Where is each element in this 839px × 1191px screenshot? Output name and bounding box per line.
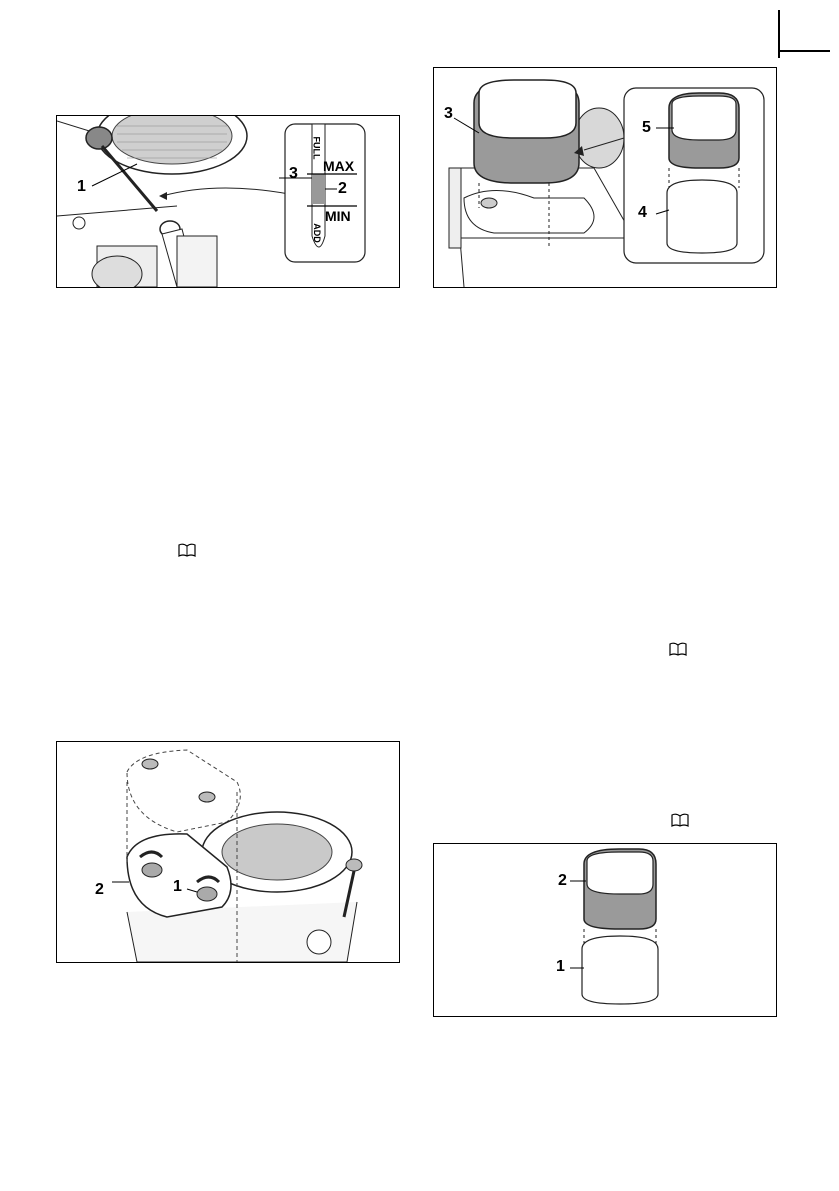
callout-3: 3 [444,106,453,122]
callout-1: 1 [173,879,182,895]
figure-air-filter-top: 3 5 4 [433,67,777,288]
callout-5: 5 [642,120,651,136]
callout-1: 1 [556,959,565,975]
dipstick-illustration [57,116,399,287]
callout-2: 2 [95,882,104,898]
callout-1: 1 [77,179,86,195]
callout-2: 2 [338,181,347,197]
scale-label-add: ADD [310,223,324,243]
scale-label-full: FULL [310,137,324,160]
engine-cover-illustration [57,742,399,962]
figure-engine-cover: 2 1 [56,741,400,963]
scale-label-min: MIN [325,209,351,223]
air-filter-illustration [434,68,776,287]
callout-4: 4 [638,205,647,221]
callout-3: 3 [289,166,298,182]
scale-label-max: MAX [323,159,354,173]
callout-2: 2 [558,873,567,889]
book-icon [671,813,689,827]
book-icon [669,642,687,656]
book-icon [178,543,196,557]
figure-air-filter-bottom: 2 1 [433,843,777,1017]
figure-dipstick: 1 3 2 MAX MIN FULL ADD [56,115,400,288]
crop-mark-horizontal [780,50,830,52]
air-filter-elements-illustration [434,844,776,1016]
